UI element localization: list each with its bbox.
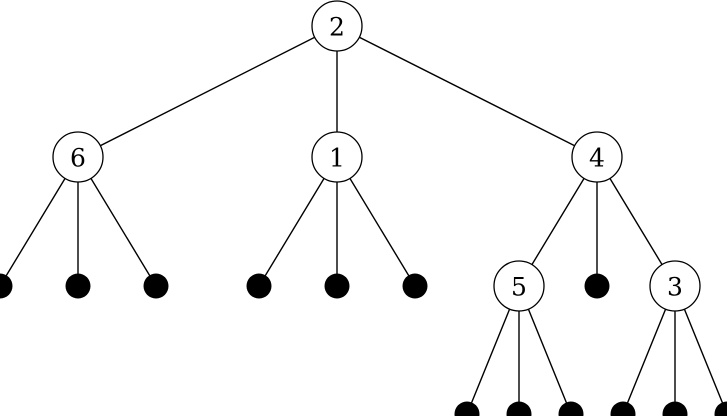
tree-node-circle <box>649 260 701 312</box>
leaf-node <box>584 273 610 299</box>
leaf-node <box>610 401 636 416</box>
tree-node-label: 3 <box>667 273 683 302</box>
tree-node-label: 6 <box>70 144 86 173</box>
tree-node-label: 5 <box>511 273 527 302</box>
tree-node-circle <box>571 131 623 183</box>
tree-node-6: 6 <box>52 131 104 183</box>
tree-node-5: 5 <box>493 260 545 312</box>
leaf-node <box>662 401 688 416</box>
leaf-node <box>506 401 532 416</box>
tree-node-3: 3 <box>649 260 701 312</box>
tree-node-circle <box>311 0 363 52</box>
leaf-node <box>0 273 13 299</box>
leaf-node <box>558 401 584 416</box>
edge-root-to-6 <box>77 25 338 158</box>
tree-node-circle <box>493 260 545 312</box>
tree-node-label: 2 <box>329 13 345 42</box>
leaf-node <box>246 273 272 299</box>
tree-edges <box>0 25 727 415</box>
tree-node-2: 2 <box>311 0 363 52</box>
edge-root-to-4 <box>336 25 598 158</box>
leaf-node <box>714 401 727 416</box>
tree-node-circle <box>52 131 104 183</box>
tree-node-label: 1 <box>329 144 345 173</box>
tree-node-4: 4 <box>571 131 623 183</box>
tree-node-1: 1 <box>311 131 363 183</box>
tree-node-label: 4 <box>589 144 605 173</box>
leaf-node <box>454 401 480 416</box>
leaf-node <box>65 273 91 299</box>
tree-node-circle <box>311 131 363 183</box>
leaf-node <box>402 273 428 299</box>
leaf-node <box>143 273 169 299</box>
leaf-node <box>324 273 350 299</box>
